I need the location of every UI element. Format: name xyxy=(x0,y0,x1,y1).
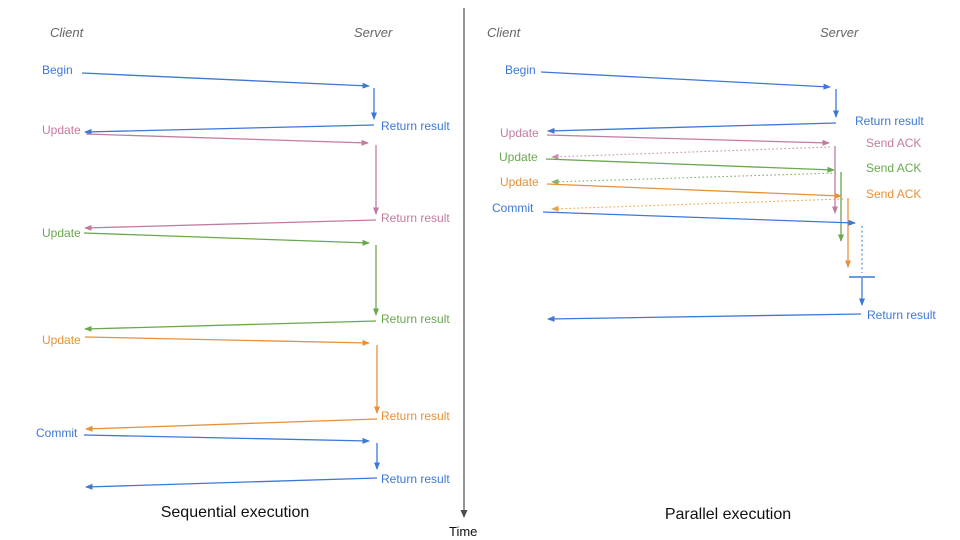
right-diagram-arrows xyxy=(540,71,875,322)
right-update3-request-line xyxy=(546,183,842,199)
left-server-header: Server xyxy=(354,25,393,40)
right-update3-ack-line xyxy=(551,198,844,212)
right-commit-request-line xyxy=(542,211,856,226)
time-axis-label: Time xyxy=(449,524,478,539)
left-diagram-title: Sequential execution xyxy=(160,504,310,521)
right-update1-response-label: Send ACK xyxy=(866,136,922,150)
left-update1-response-label: Return result xyxy=(381,211,450,225)
left-diagram-arrows xyxy=(81,72,380,490)
left-update3-label: Update xyxy=(42,333,81,347)
right-commit-label: Commit xyxy=(492,201,534,215)
left-begin-request-line xyxy=(81,72,370,89)
right-update1-label: Update xyxy=(500,126,539,140)
right-begin-return-line xyxy=(547,122,837,134)
left-commit-label: Commit xyxy=(36,426,78,440)
right-update2-response-label: Send ACK xyxy=(866,161,922,175)
left-update1-label: Update xyxy=(42,123,81,137)
left-update2-request-line xyxy=(83,232,370,246)
right-begin-request-line xyxy=(540,71,831,90)
left-update2-response-label: Return result xyxy=(381,312,450,326)
right-update1-request-line xyxy=(546,134,830,146)
left-commit-return-line xyxy=(85,477,378,490)
left-begin-return-line xyxy=(84,124,375,135)
right-update2-request-line xyxy=(545,158,835,173)
left-commit-request-line xyxy=(83,434,370,444)
right-update3-response-label: Send ACK xyxy=(866,187,922,201)
left-update3-request-line xyxy=(84,336,370,346)
left-update3-response-label: Return result xyxy=(381,409,450,423)
left-update1-return-line xyxy=(84,219,377,231)
right-diagram-title: Parallel execution xyxy=(664,506,792,523)
right-update2-label: Update xyxy=(499,150,538,164)
left-begin-label: Begin xyxy=(42,63,73,77)
right-update2-ack-line xyxy=(551,172,837,185)
left-begin-response-label: Return result xyxy=(381,119,450,133)
right-commit-response-label: Return result xyxy=(867,308,936,322)
left-update1-request-line xyxy=(85,133,369,146)
left-update2-label: Update xyxy=(42,226,81,240)
right-begin-response-label: Return result xyxy=(855,114,924,128)
right-commit-return-line xyxy=(547,313,862,322)
right-update3-label: Update xyxy=(500,175,539,189)
left-commit-response-label: Return result xyxy=(381,472,450,486)
left-update2-return-line xyxy=(84,320,377,332)
right-begin-label: Begin xyxy=(505,63,536,77)
left-client-header: Client xyxy=(50,25,84,40)
left-update3-return-line xyxy=(85,418,378,432)
right-server-header: Server xyxy=(820,25,859,40)
right-client-header: Client xyxy=(487,25,521,40)
right-update1-ack-line xyxy=(551,146,831,160)
